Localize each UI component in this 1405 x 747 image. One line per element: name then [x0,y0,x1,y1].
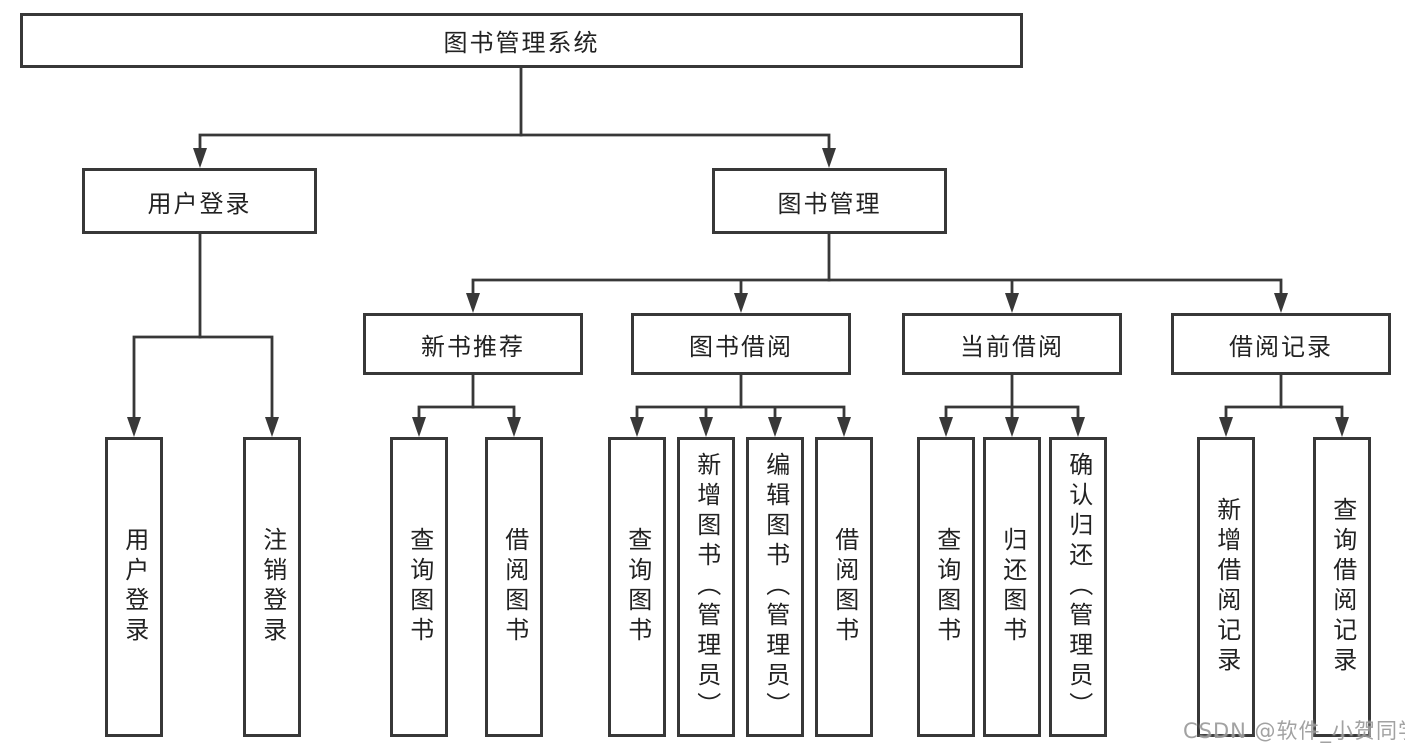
leaf-label: 归还图书 [998,527,1027,647]
leaf-borrow-books: 借阅图书 [815,437,873,737]
node-book-management: 图书管理 [712,168,947,234]
node-user-login: 用户登录 [82,168,317,234]
leaf-label: 注销登录 [258,527,287,647]
leaf-logout: 注销登录 [243,437,301,737]
leaf-label: 新增图书（管理员） [692,452,721,722]
node-library-management-system: 图书管理系统 [20,13,1023,68]
node-borrowing-records: 借阅记录 [1171,313,1391,375]
leaf-label: 新增借阅记录 [1212,497,1241,677]
node-current-borrowing: 当前借阅 [902,313,1122,375]
node-new-book-recommend: 新书推荐 [363,313,583,375]
leaf-label: 用户登录 [120,527,149,647]
leaf-label: 编辑图书（管理员） [761,452,790,722]
leaf-label: 查询图书 [932,527,961,647]
leaf-label: 查询图书 [623,527,652,647]
leaf-confirm-return-admin: 确认归还（管理员） [1049,437,1107,737]
arrowheads [127,148,1349,437]
leaf-label: 确认归还（管理员） [1064,452,1093,722]
leaf-user-login: 用户登录 [105,437,163,737]
leaf-label: 查询借阅记录 [1328,497,1357,677]
leaf-label: 借阅图书 [500,527,529,647]
leaf-label: 借阅图书 [830,527,859,647]
leaf-borrow-books: 借阅图书 [485,437,543,737]
leaf-query-borrow-record: 查询借阅记录 [1313,437,1371,737]
leaf-query-books: 查询图书 [608,437,666,737]
csdn-watermark: CSDN @软件_小贺同学 [1183,719,1405,743]
leaf-add-books-admin: 新增图书（管理员） [677,437,735,737]
leaf-edit-books-admin: 编辑图书（管理员） [746,437,804,737]
leaf-query-books: 查询图书 [390,437,448,737]
leaf-label: 查询图书 [405,527,434,647]
leaf-query-books: 查询图书 [917,437,975,737]
node-book-borrowing: 图书借阅 [631,313,851,375]
leaf-return-books: 归还图书 [983,437,1041,737]
leaf-add-borrow-record: 新增借阅记录 [1197,437,1255,737]
